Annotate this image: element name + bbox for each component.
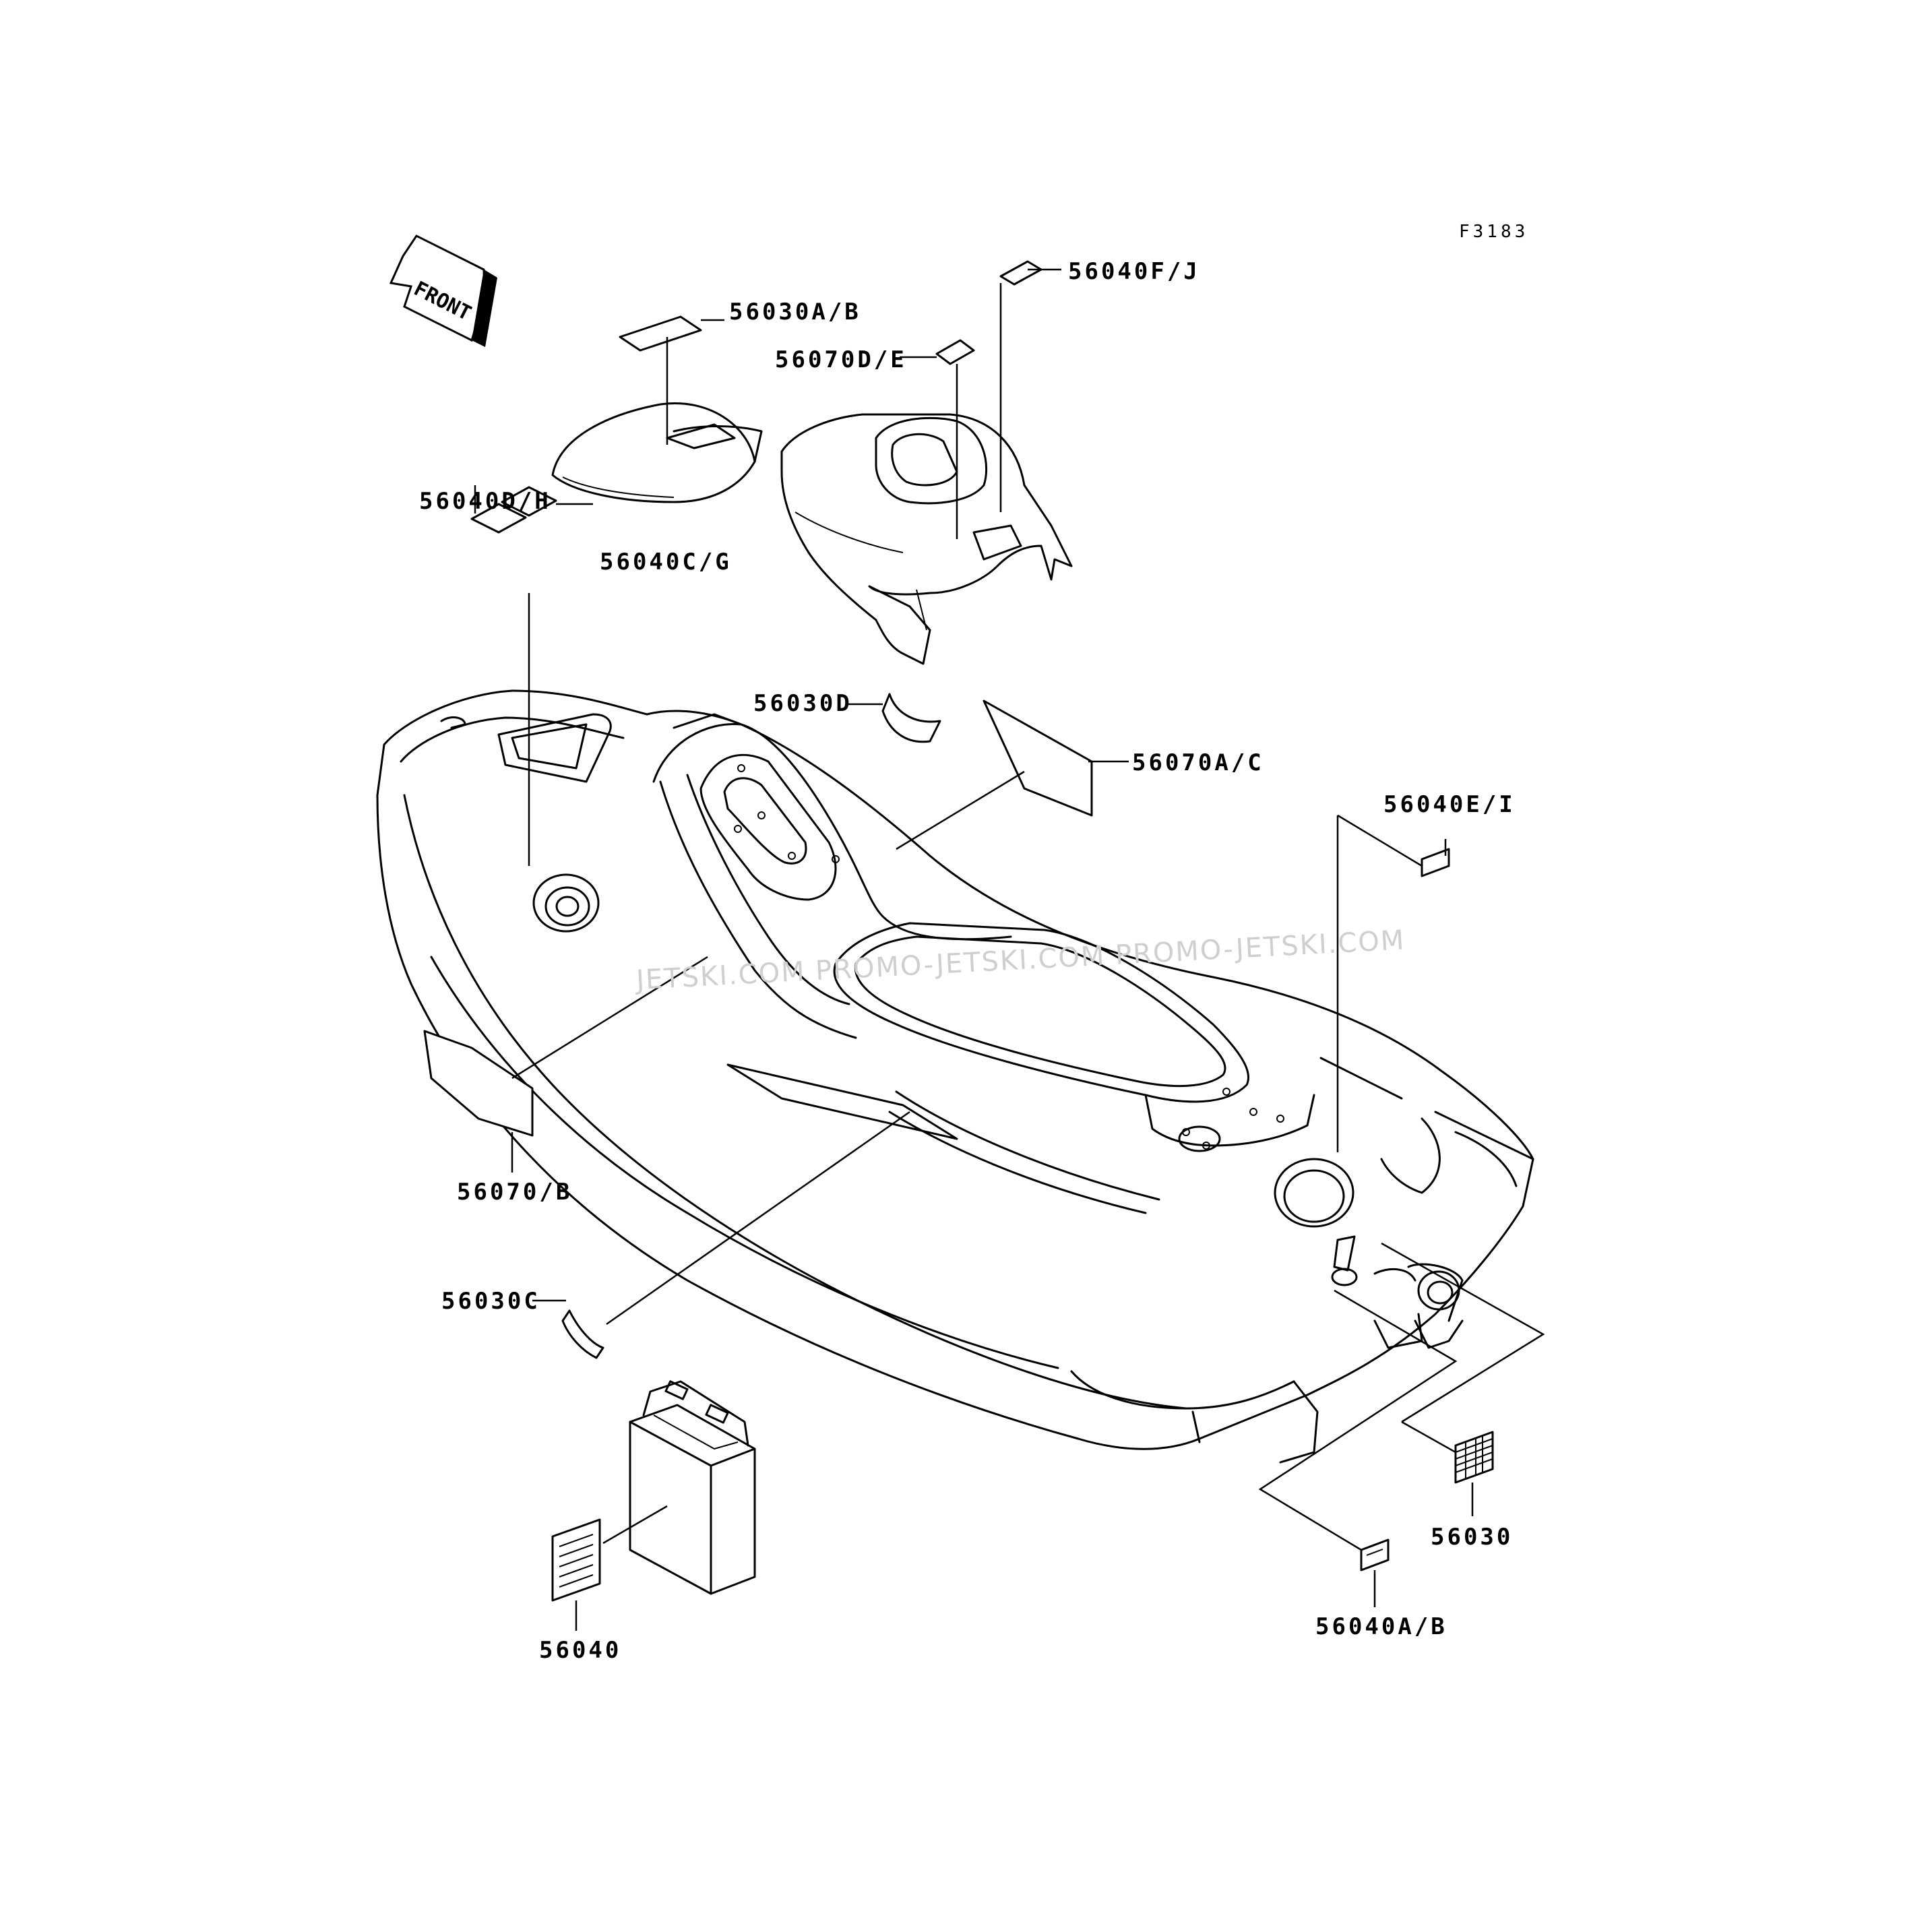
- decal-56040cg: [501, 486, 557, 517]
- decal-56070de: [935, 339, 975, 365]
- decal-56030ab: [619, 315, 702, 352]
- label-56030ab: 56030A/B: [729, 299, 861, 325]
- label-56040ab: 56040A/B: [1315, 1613, 1447, 1640]
- label-56040dh: 56040D/H: [419, 488, 551, 515]
- hull-drawing: [376, 689, 1534, 1464]
- seat-drawing: [551, 402, 763, 503]
- decal-56040ei: [1421, 848, 1450, 877]
- battery-drawing: [629, 1380, 756, 1595]
- label-56030d: 56030D: [753, 690, 852, 717]
- decal-56030d: [881, 693, 941, 743]
- figure-code: F3183: [1459, 222, 1528, 242]
- decal-56030c: [561, 1309, 604, 1359]
- decal-56040fj: [999, 260, 1042, 286]
- decal-56030: [1454, 1431, 1494, 1484]
- label-56070ac: 56070A/C: [1132, 749, 1264, 776]
- decal-56040ab: [1360, 1538, 1390, 1571]
- decal-56070b: [423, 1030, 534, 1137]
- label-56040ei: 56040E/I: [1383, 791, 1516, 818]
- front-arrow-icon: FRONT: [389, 235, 497, 347]
- label-56030c: 56030C: [441, 1288, 540, 1315]
- label-56040cg: 56040C/G: [600, 549, 732, 575]
- watermark: JETSKI.COM PROMO-JETSKI.COM PROMO-JETSKI…: [633, 925, 1406, 996]
- label-56040fj: 56040F/J: [1068, 258, 1200, 285]
- leader-lines: [474, 268, 1545, 1631]
- label-56040: 56040: [539, 1637, 621, 1664]
- decal-56040dh: [470, 503, 527, 534]
- label-56070b: 56070/B: [457, 1179, 572, 1206]
- steering-cover-drawing: [780, 413, 1073, 665]
- label-56030: 56030: [1431, 1524, 1513, 1551]
- decal-56040: [551, 1518, 601, 1602]
- decal-56070ac: [983, 699, 1093, 817]
- label-56070de: 56070D/E: [775, 346, 907, 373]
